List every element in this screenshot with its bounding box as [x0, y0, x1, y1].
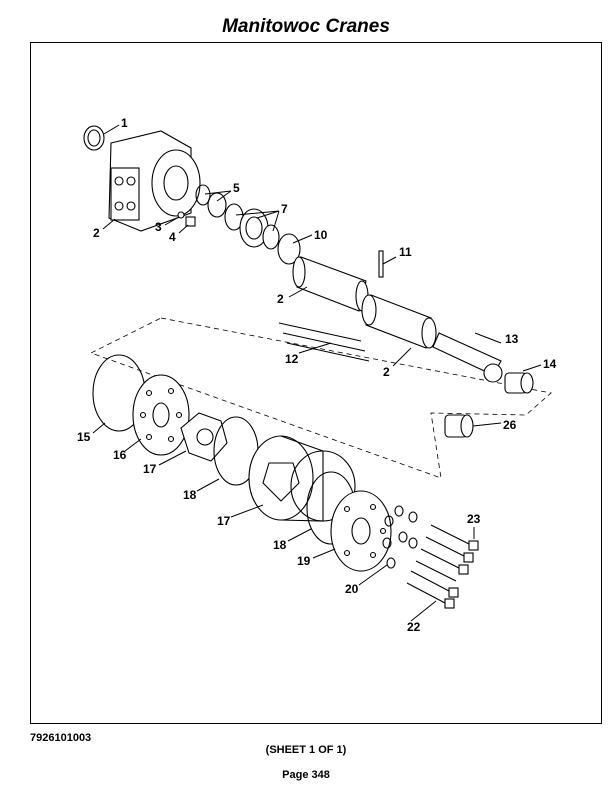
diagram-frame: 1 2 3 4 5 7 10 11 2 12 2 13 14 15 16 17 … [30, 42, 602, 724]
callout-18-oring: 18 [183, 488, 197, 502]
callout-1: 1 [121, 116, 128, 130]
callout-26: 26 [503, 418, 517, 432]
callout-2-spool: 2 [277, 292, 284, 306]
part-16-plate [132, 374, 190, 456]
callout-20: 20 [345, 582, 359, 596]
part-7-washer-2 [262, 224, 280, 250]
part-22-bolts [406, 570, 459, 609]
sheet-indicator: (SHEET 1 OF 1) [265, 744, 347, 756]
part-3-ball [177, 211, 185, 219]
leader-lines [92, 124, 542, 622]
callout-7: 7 [281, 202, 288, 216]
part-17-stator [248, 435, 356, 522]
part-17-rotor [180, 412, 228, 462]
part-1-seal-ring [83, 125, 105, 151]
part-20-washers [382, 505, 418, 569]
callout-4: 4 [169, 230, 176, 244]
part-26-plug [444, 414, 474, 438]
assembly-boundary [89, 317, 552, 479]
part-2-sleeve [361, 294, 437, 349]
callout-17-rotor: 17 [143, 462, 157, 476]
part-4-plug [185, 216, 196, 227]
page-number: Page 348 [282, 769, 330, 781]
page-title: Manitowoc Cranes [222, 16, 390, 37]
callout-22: 22 [407, 620, 421, 634]
part-23-bolts [415, 524, 479, 582]
part-19-end-cover [330, 490, 392, 572]
callout-17-stator: 17 [217, 514, 231, 528]
part-12-springs [278, 322, 370, 362]
drawing-part-number: 7926101003 [30, 732, 92, 744]
callout-2-sleeve: 2 [383, 365, 390, 379]
part-10-ring [277, 233, 301, 265]
callout-5: 5 [233, 181, 240, 195]
part-14-cap [504, 372, 534, 394]
callout-16: 16 [113, 448, 127, 462]
exploded-parts-diagram: 1 2 3 4 5 7 10 11 2 12 2 13 14 15 16 17 … [77, 116, 557, 634]
callout-19: 19 [297, 554, 311, 568]
callout-13: 13 [505, 332, 519, 346]
callout-2-housing: 2 [93, 226, 100, 240]
part-2-spool [292, 256, 369, 312]
callout-14: 14 [543, 357, 557, 371]
part-2-housing [108, 130, 201, 232]
part-11-pin [378, 250, 384, 278]
part-5-oring [195, 184, 211, 206]
callout-3: 3 [155, 220, 162, 234]
part-13-drive-shaft [432, 332, 503, 383]
callout-12: 12 [285, 352, 299, 366]
callout-18-oring-2: 18 [273, 538, 287, 552]
callout-15: 15 [77, 430, 91, 444]
callout-23: 23 [467, 512, 481, 526]
callout-10: 10 [314, 228, 328, 242]
callout-11: 11 [399, 245, 412, 259]
